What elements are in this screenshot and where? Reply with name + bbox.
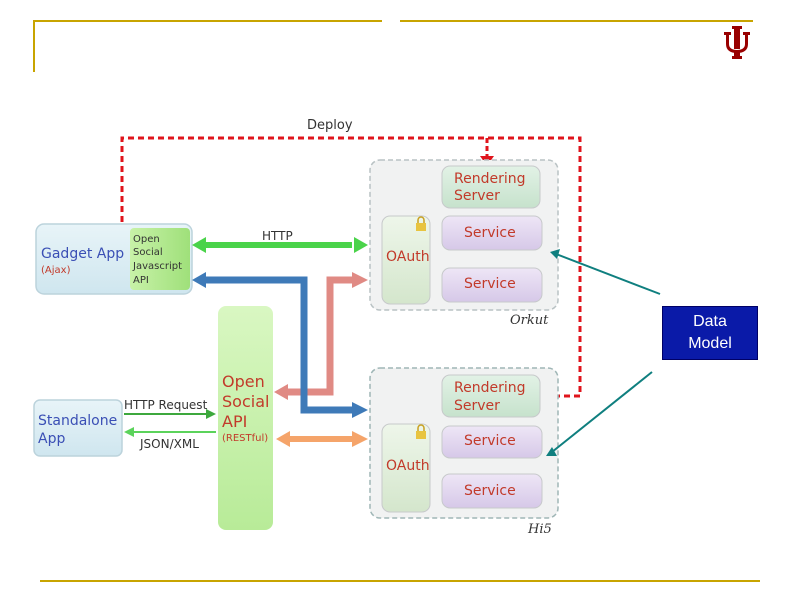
- data-model-line-2: Model: [688, 335, 732, 352]
- hi5-name-label: Hi5: [528, 522, 552, 537]
- gadget-api-line-1: Open: [133, 234, 160, 245]
- gadget-app-subtitle: (Ajax): [41, 265, 71, 276]
- standalone-app-box: [33, 399, 123, 457]
- orkut-oauth-label: OAuth: [386, 249, 430, 265]
- orkut-name-label: Orkut: [510, 313, 549, 328]
- orkut-rendering-line-2: Server: [454, 188, 500, 204]
- open-social-api-line-3: API: [222, 412, 248, 431]
- open-social-api-subtitle: (RESTful): [222, 433, 269, 444]
- hi5-rendering-line-2: Server: [454, 398, 500, 414]
- http-request-arrow: [124, 409, 216, 419]
- data-model-callout: Data Model: [662, 306, 758, 360]
- gadget-api-line-3: Javascript: [133, 261, 182, 272]
- open-social-api-box: [218, 306, 273, 530]
- hi5-service-1-box: [441, 425, 543, 459]
- http-request-label: HTTP Request: [124, 398, 208, 412]
- gadget-api-box: [130, 228, 190, 290]
- deploy-label: Deploy: [307, 118, 353, 133]
- hi5-service-1-label: Service: [464, 433, 516, 449]
- frame-bottom-line: [40, 580, 760, 582]
- data-model-line-1: Data: [693, 313, 727, 330]
- blue-arrow: [192, 272, 368, 418]
- open-social-api-line-1: Open: [222, 372, 265, 391]
- hi5-lock-icon: [416, 424, 426, 439]
- data-model-pointers: [546, 249, 661, 456]
- json-xml-arrow: [124, 427, 216, 437]
- frame-left-line: [33, 20, 35, 72]
- orkut-lock-icon: [416, 216, 426, 231]
- open-social-api-line-2: Social: [222, 392, 270, 411]
- orkut-service-2-label: Service: [464, 276, 516, 292]
- standalone-app-line-2: App: [38, 431, 66, 447]
- orkut-rendering-server-box: [441, 165, 541, 209]
- hi5-oauth-box: [381, 423, 431, 513]
- standalone-app-line-1: Standalone: [38, 413, 118, 429]
- gadget-api-line-2: Social: [133, 247, 163, 258]
- pink-arrow: [274, 272, 368, 400]
- hi5-oauth-label: OAuth: [386, 458, 430, 474]
- hi5-rendering-server-box: [441, 374, 541, 418]
- hi5-service-2-box: [441, 473, 543, 509]
- http-arrow: [192, 237, 368, 253]
- orkut-service-1-label: Service: [464, 225, 516, 241]
- university-logo-icon: [724, 26, 750, 59]
- gadget-app-title: Gadget App: [41, 246, 125, 262]
- hi5-rendering-line-1: Rendering: [454, 380, 526, 396]
- frame-notch: [382, 14, 400, 24]
- orkut-service-1-box: [441, 215, 543, 251]
- json-xml-label: JSON/XML: [140, 437, 199, 451]
- orkut-service-2-box: [441, 267, 543, 303]
- orkut-oauth-box: [381, 215, 431, 305]
- orkut-rendering-line-1: Rendering: [454, 171, 526, 187]
- gadget-api-line-4: API: [133, 275, 149, 286]
- http-label: HTTP: [262, 229, 293, 243]
- restful-arrow: [276, 431, 368, 447]
- hi5-service-2-label: Service: [464, 483, 516, 499]
